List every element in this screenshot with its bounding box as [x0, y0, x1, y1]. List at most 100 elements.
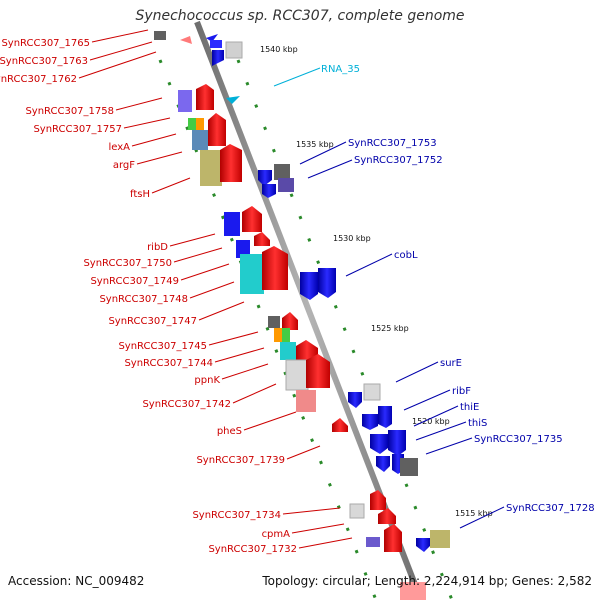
gene-feature — [236, 240, 250, 258]
gene-features-right — [206, 34, 450, 552]
genome-title: Synechococcus sp. RCC307, complete genom… — [135, 8, 465, 24]
gene-feature — [180, 36, 192, 44]
gene-features-left — [154, 31, 426, 600]
gene-label-synrcc307-1757[interactable]: SynRCC307_1757 — [33, 124, 122, 135]
genome-summary-text: Topology: circular; Length: 2,224,914 bp… — [262, 574, 592, 588]
gene-label-synrcc307-1765[interactable]: SynRCC307_1765 — [1, 38, 90, 49]
scale-label: 1525 kbp — [371, 324, 409, 333]
gene-feature — [285, 359, 309, 391]
gene-feature — [154, 31, 166, 40]
gene-feature — [200, 150, 222, 186]
gene-label-synrcc307-1745[interactable]: SynRCC307_1745 — [118, 341, 207, 352]
gene-label-thie[interactable]: thiE — [460, 402, 479, 413]
gene-label-synrcc307-1758[interactable]: SynRCC307_1758 — [25, 106, 114, 117]
gene-label-synrcc307-1762[interactable]: SynRCC307_1762 — [0, 74, 77, 85]
gene-label-synrcc307-1748[interactable]: SynRCC307_1748 — [99, 294, 188, 305]
rna-label-rna-35[interactable]: RNA_35 — [321, 64, 360, 75]
gene-feature — [274, 328, 284, 342]
gene-label-phes[interactable]: pheS — [217, 426, 242, 437]
gene-feature — [240, 254, 264, 294]
gene-feature — [430, 530, 450, 548]
gene-feature — [400, 582, 426, 600]
gene-feature — [332, 418, 348, 432]
rna-leader-line — [273, 67, 321, 87]
gene-feature — [306, 354, 330, 388]
gene-feature — [262, 184, 276, 198]
gene-label-synrcc307-1734[interactable]: SynRCC307_1734 — [192, 510, 281, 521]
gene-feature — [378, 508, 396, 524]
gene-label-ftsh[interactable]: ftsH — [130, 189, 150, 200]
gene-label-synrcc307-1753[interactable]: SynRCC307_1753 — [348, 138, 437, 149]
gene-feature — [280, 342, 296, 360]
gene-label-ribf[interactable]: ribF — [452, 386, 471, 397]
gene-feature — [254, 232, 270, 246]
gene-label-synrcc307-1732[interactable]: SynRCC307_1732 — [208, 544, 297, 555]
gene-feature — [400, 458, 418, 476]
gene-feature — [416, 538, 430, 552]
gene-label-synrcc307-1763[interactable]: SynRCC307_1763 — [0, 56, 88, 67]
gene-label-synrcc307-1747[interactable]: SynRCC307_1747 — [108, 316, 197, 327]
gene-feature — [282, 312, 298, 330]
gene-feature — [210, 40, 222, 48]
gene-label-this[interactable]: thiS — [468, 418, 487, 429]
gene-feature — [296, 390, 316, 412]
gene-label-argf[interactable]: argF — [113, 160, 135, 171]
gene-label-ribd[interactable]: ribD — [147, 242, 168, 253]
gene-label-synrcc307-1752[interactable]: SynRCC307_1752 — [354, 155, 443, 166]
gene-label-synrcc307-1744[interactable]: SynRCC307_1744 — [124, 358, 213, 369]
gene-label-synrcc307-1742[interactable]: SynRCC307_1742 — [142, 399, 231, 410]
gene-feature — [262, 246, 288, 290]
gene-label-sure[interactable]: surE — [440, 358, 462, 369]
gene-feature — [206, 34, 218, 42]
gene-feature — [300, 272, 318, 300]
gene-label-ppnk[interactable]: ppnK — [194, 375, 220, 386]
left-gene-labels: SynRCC307_1765 SynRCC307_1763 SynRCC307_… — [0, 38, 297, 555]
gene-feature — [348, 392, 362, 408]
gene-feature — [349, 503, 365, 519]
gene-feature — [296, 340, 318, 360]
gene-feature — [370, 434, 388, 454]
gene-label-lexa[interactable]: lexA — [108, 142, 130, 153]
gene-label-synrcc307-1750[interactable]: SynRCC307_1750 — [83, 258, 172, 269]
gene-feature — [363, 383, 381, 401]
gene-feature — [318, 268, 336, 298]
gene-feature — [192, 130, 208, 150]
gene-feature — [362, 414, 378, 430]
gene-feature — [388, 430, 406, 456]
gene-feature — [178, 90, 192, 112]
gene-feature — [370, 490, 386, 510]
gene-label-synrcc307-1728[interactable]: SynRCC307_1728 — [506, 503, 595, 514]
scale-label: 1520 kbp — [412, 417, 450, 426]
gene-label-cobl[interactable]: cobL — [394, 250, 418, 261]
rna-feature — [226, 96, 240, 104]
scale-label: 1535 kbp — [296, 140, 334, 149]
scale-label: 1540 kbp — [260, 45, 298, 54]
gene-feature — [376, 456, 390, 472]
gene-label-synrcc307-1739[interactable]: SynRCC307_1739 — [196, 455, 285, 466]
gene-label-synrcc307-1749[interactable]: SynRCC307_1749 — [90, 276, 179, 287]
gene-feature — [188, 118, 198, 130]
gene-feature — [212, 50, 224, 66]
gene-feature — [258, 170, 272, 186]
gene-feature — [268, 316, 280, 328]
gene-feature — [208, 113, 226, 146]
right-leader-lines — [299, 141, 505, 529]
left-leader-lines — [78, 29, 353, 549]
gene-feature — [378, 406, 392, 428]
gene-label-synrcc307-1735[interactable]: SynRCC307_1735 — [474, 434, 563, 445]
gene-feature — [282, 328, 290, 342]
gene-feature — [278, 178, 294, 192]
scale-label: 1530 kbp — [333, 234, 371, 243]
scale-label: 1515 kbp — [455, 509, 493, 518]
gene-label-cpma[interactable]: cpmA — [262, 529, 291, 540]
gene-feature — [225, 41, 243, 59]
gene-feature — [196, 84, 214, 110]
accession-text: Accession: NC_009482 — [8, 574, 145, 588]
scale-labels: 1540 kbp 1535 kbp 1530 kbp 1525 kbp 1520… — [260, 45, 493, 518]
gene-feature — [242, 206, 262, 232]
gene-feature — [366, 537, 380, 547]
gene-feature — [220, 144, 242, 182]
gene-feature — [196, 118, 204, 130]
